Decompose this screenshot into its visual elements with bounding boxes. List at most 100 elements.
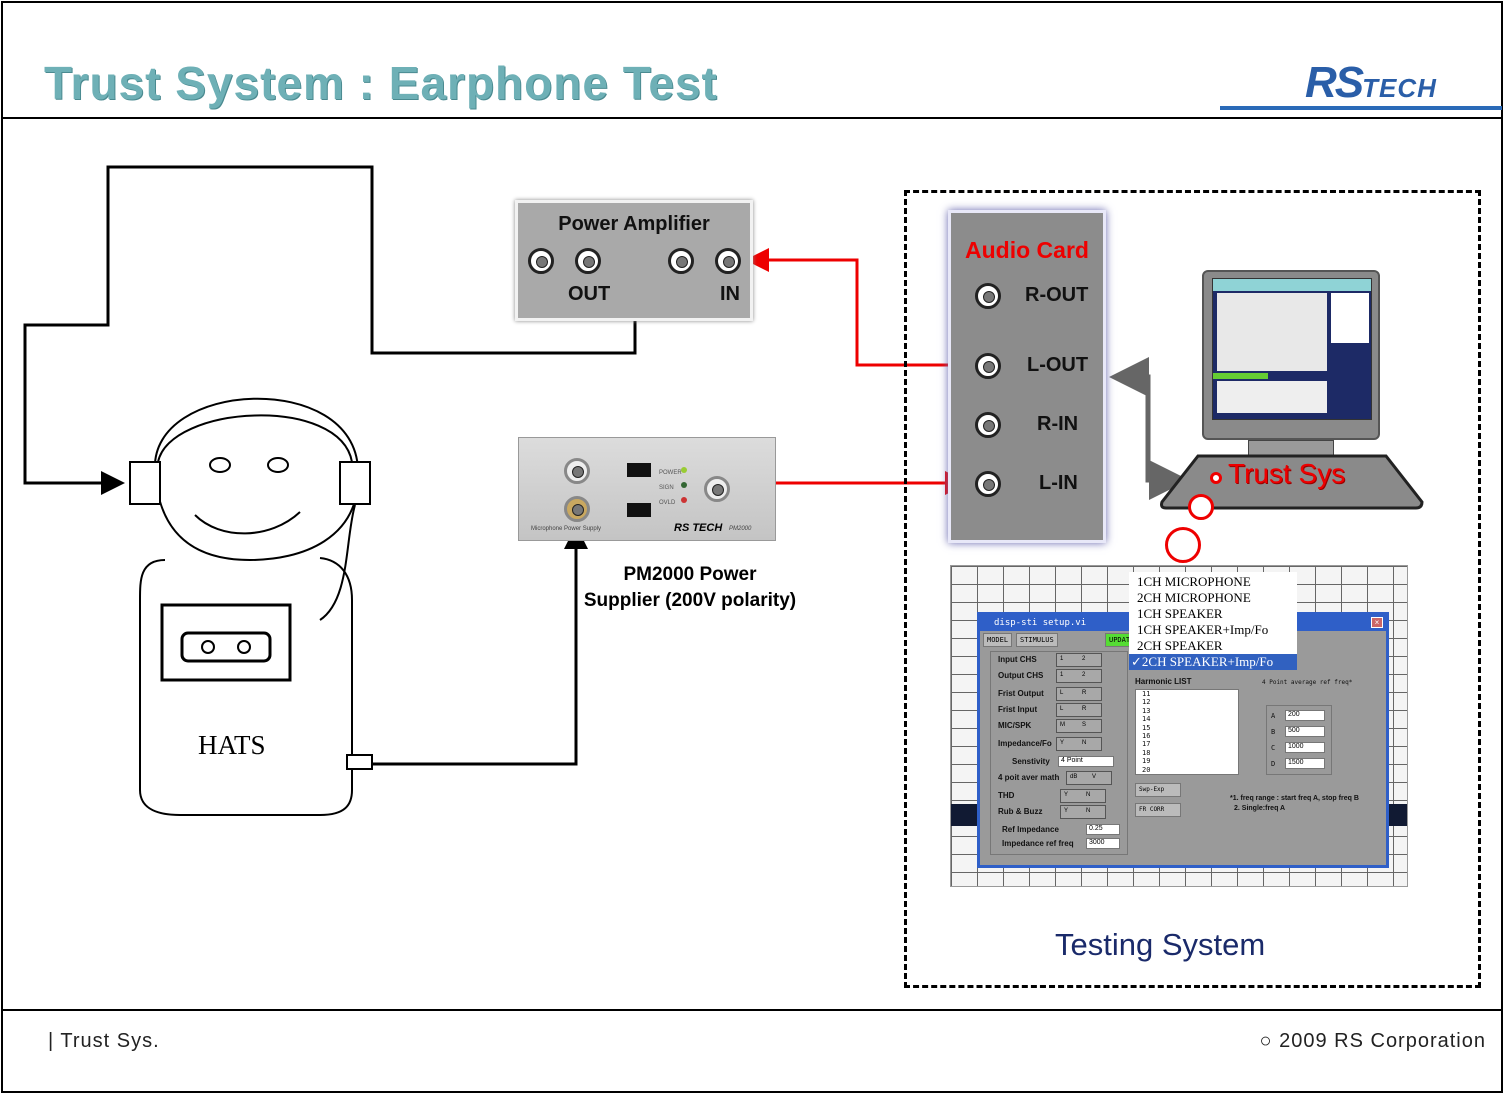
amp-title: Power Amplifier (558, 213, 710, 235)
pc-label: Trust Sys (1228, 458, 1346, 489)
dropdown-option[interactable]: 2CH SPEAKER (1137, 638, 1223, 653)
freq-input[interactable]: 200 (1285, 710, 1325, 721)
tab-stimulus[interactable]: STIMULUS (1016, 633, 1058, 647)
radio-option[interactable]: N (1086, 792, 1091, 798)
amp-in-jack (715, 248, 741, 274)
radio-group[interactable]: dB V (1066, 771, 1112, 785)
testing-system-boundary (904, 190, 1481, 988)
amp-out-label: OUT (568, 283, 611, 305)
freq-input[interactable]: 1000 (1285, 742, 1325, 753)
radio-option[interactable]: N (1082, 740, 1087, 746)
swp-exp-button[interactable]: Swp-Exp (1135, 783, 1181, 797)
field-input[interactable]: 0.25 (1086, 824, 1120, 835)
harmonic-item[interactable]: 14 (1142, 715, 1151, 724)
radio-option[interactable]: 1 (1060, 656, 1064, 662)
radio-option[interactable]: Y (1060, 740, 1065, 746)
avg-title: 4 Point average ref freq* (1262, 679, 1353, 686)
radio-option[interactable]: 2 (1082, 672, 1086, 678)
amp-out-jack (575, 248, 601, 274)
field-input[interactable]: 3000 (1086, 838, 1120, 849)
radio-option[interactable]: L (1060, 690, 1064, 696)
fr-corr-button[interactable]: FR CORR (1135, 803, 1181, 817)
dropdown-option-selected[interactable]: ✓2CH SPEAKER+Imp/Fo (1129, 654, 1297, 670)
harmonic-item[interactable]: 13 (1142, 706, 1151, 715)
radio-option[interactable]: dB (1070, 774, 1078, 780)
freq-input[interactable]: 1500 (1285, 758, 1325, 769)
monitor-screen (1212, 278, 1372, 420)
dropdown-option[interactable]: 1CH SPEAKER+Imp/Fo (1137, 622, 1269, 637)
freq-key: C (1271, 744, 1276, 752)
harmonic-item[interactable]: 18 (1142, 748, 1151, 757)
note-1: *1. freq range : start freq A, stop freq… (1230, 795, 1359, 802)
r-out-label: R-OUT (1025, 284, 1089, 306)
radio-option[interactable]: 2 (1082, 656, 1086, 662)
mode-dropdown[interactable]: 1CH MICROPHONE 2CH MICROPHONE 1CH SPEAKE… (1129, 572, 1297, 670)
pc-base (1160, 454, 1424, 510)
field-label: Input CHS (998, 655, 1037, 664)
audio-card: Audio Card R-OUT L-OUT R-IN L-IN (948, 210, 1106, 543)
r-in-label: R-IN (1037, 413, 1079, 435)
radio-option[interactable]: N (1086, 808, 1091, 814)
harmonic-item[interactable]: 17 (1142, 740, 1151, 749)
radio-option[interactable]: L (1060, 706, 1064, 712)
freq-key: B (1271, 728, 1276, 736)
radio-option[interactable]: Y (1064, 808, 1069, 814)
field-label: Ref Impedance (1002, 825, 1059, 834)
testing-system-label: Testing System (1055, 927, 1266, 962)
dropdown-option[interactable]: 1CH SPEAKER (1137, 606, 1223, 621)
radio-option[interactable]: Y (1064, 792, 1069, 798)
dropdown-option[interactable]: 2CH MICROPHONE (1137, 590, 1251, 605)
harmonic-item[interactable]: 12 (1142, 698, 1151, 707)
lemo-input-icon (564, 496, 590, 522)
settings-panel (990, 651, 1128, 855)
page-title: Trust System : Earphone Test (44, 57, 718, 109)
harmonic-item[interactable]: 20 (1142, 765, 1151, 774)
radio-option[interactable]: R (1082, 690, 1087, 696)
tab-model[interactable]: MODEL (983, 633, 1013, 647)
field-label: Impedance ref freq (1002, 839, 1074, 848)
panel-model: PM2000 (729, 526, 752, 532)
freq-input[interactable]: 500 (1285, 726, 1325, 737)
switch-icon (627, 503, 651, 517)
radio-option[interactable]: 1 (1060, 672, 1064, 678)
radio-option[interactable]: S (1082, 722, 1087, 728)
footer-divider (2, 1009, 1502, 1011)
thought-bubble (1165, 527, 1201, 563)
field-input[interactable]: 4 Point (1058, 756, 1114, 767)
setup-window: disp-sti setup.vi × MODEL STIMULUS UPDAT… (977, 612, 1389, 868)
sign-led-icon (681, 482, 687, 488)
radio-option[interactable]: V (1092, 774, 1097, 780)
hats-label: HATS (198, 730, 266, 760)
radio-option[interactable]: M (1060, 722, 1065, 728)
ovld-led-icon (681, 497, 687, 503)
freq-key: D (1271, 760, 1276, 768)
amp-in-label: IN (720, 283, 740, 305)
r-in-jack (975, 412, 1001, 438)
l-out-label: L-OUT (1027, 354, 1089, 376)
dropdown-option[interactable]: 1CH MICROPHONE (1137, 574, 1251, 589)
harmonic-item[interactable]: 19 (1142, 757, 1151, 766)
pc-monitor (1202, 270, 1380, 440)
harmonic-item[interactable]: 16 (1142, 732, 1151, 740)
header-divider (2, 117, 1502, 119)
close-icon[interactable]: × (1371, 617, 1383, 628)
harmonic-item[interactable]: 11 (1142, 690, 1151, 698)
harmonic-item[interactable]: 15 (1142, 723, 1151, 732)
power-led-icon (681, 467, 687, 473)
footer-copyright: ○ 2009 RS Corporation (1259, 1030, 1486, 1052)
radio-option[interactable]: R (1082, 706, 1087, 712)
l-out-jack (975, 353, 1001, 379)
